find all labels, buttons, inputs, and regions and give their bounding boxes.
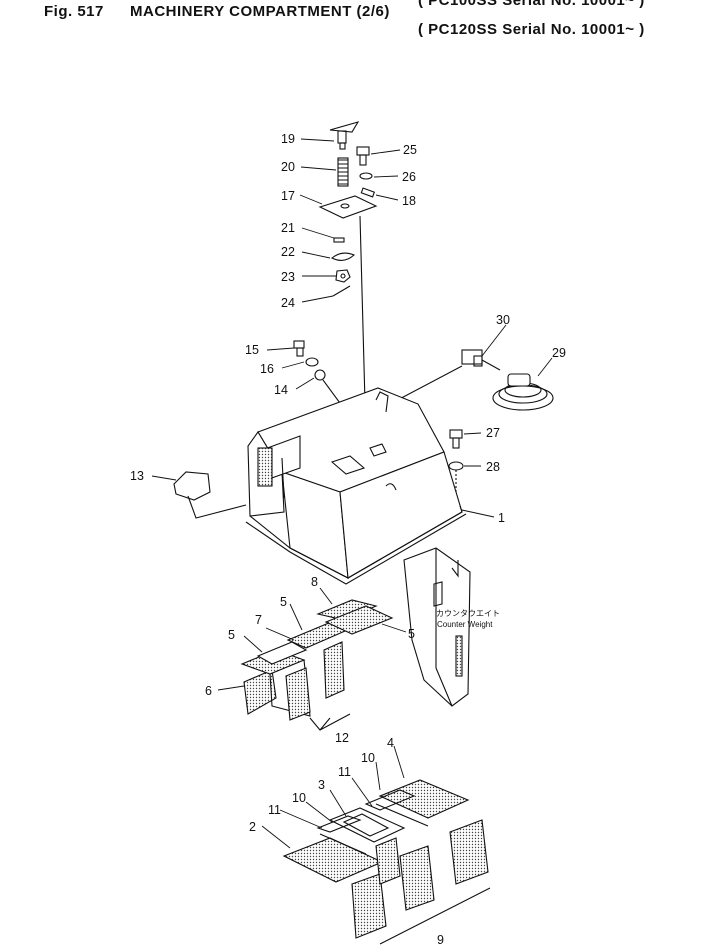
part-17-plate (318, 195, 378, 219)
part-28-washer (448, 461, 464, 471)
callout-labels: 19 25 20 26 17 18 21 22 23 24 30 15 29 1… (130, 132, 566, 947)
callout-25: 25 (403, 143, 417, 157)
figure-title: MACHINERY COMPARTMENT (2/6) (130, 3, 390, 20)
callout-10-top: 10 (361, 751, 375, 765)
part-12-bracket-line (309, 713, 351, 731)
part-16-washer (305, 357, 319, 367)
callout-11-top: 11 (338, 765, 351, 779)
callout-29: 29 (552, 346, 566, 360)
part-9-bracket-line (379, 887, 491, 945)
callout-18: 18 (402, 194, 416, 208)
callout-23: 23 (281, 270, 295, 284)
part-3-frame (328, 807, 406, 843)
part-25-bolt (356, 146, 370, 166)
callout-24: 24 (281, 296, 295, 310)
callout-13: 13 (130, 469, 144, 483)
part-14-nut (314, 369, 326, 381)
part-26-washer (359, 172, 373, 180)
counterweight-label-en: Counter Weight (437, 620, 493, 629)
part-19-knob (329, 121, 360, 150)
part-12-side-panels (285, 641, 345, 721)
serial-line-1: ( PC100SS Serial No. 10001~ ) (418, 0, 645, 9)
part-29-cap (492, 373, 554, 411)
part-10-11-strips (316, 789, 429, 855)
callout-26: 26 (402, 170, 416, 184)
callout-22: 22 (281, 245, 295, 259)
callout-2: 2 (249, 820, 256, 834)
part-2-plate (282, 837, 384, 883)
callout-6: 6 (205, 684, 212, 698)
callout-3: 3 (318, 778, 325, 792)
part-20-spring (337, 157, 349, 187)
callout-16: 16 (260, 362, 274, 376)
figure-number: Fig. 517 (44, 3, 104, 20)
callout-17: 17 (281, 189, 295, 203)
callout-27: 27 (486, 426, 500, 440)
part-13-guide-line (187, 495, 247, 519)
part-13-handle (173, 471, 211, 501)
part-5-panel-right (324, 605, 394, 635)
callout-30: 30 (496, 313, 510, 327)
callout-20: 20 (281, 160, 295, 174)
callout-12: 12 (335, 731, 349, 745)
part-5-panel-left (256, 641, 308, 665)
callout-5-right: 5 (408, 627, 415, 641)
part-6-panel (243, 669, 277, 715)
part-21-pin (333, 237, 345, 243)
part-15-bolt (293, 340, 305, 357)
callout-1: 1 (498, 511, 505, 525)
callout-15: 15 (245, 343, 259, 357)
leader-lines (151, 138, 553, 849)
counterweight-label-jp: カウンタウエイト (436, 609, 500, 618)
serial-line-2: ( PC120SS Serial No. 10001~ ) (418, 21, 645, 38)
counterweight (403, 547, 471, 707)
part-18-hinge (360, 187, 376, 198)
callout-14: 14 (274, 383, 288, 397)
part-23-nut (335, 269, 351, 283)
callout-28: 28 (486, 460, 500, 474)
callout-4: 4 (387, 736, 394, 750)
part-9-side-panels (351, 819, 489, 939)
part-4-plate (378, 779, 470, 819)
callout-11-left: 11 (268, 803, 281, 817)
part-22-clip (330, 252, 356, 261)
part-27-bolt (449, 429, 463, 449)
callout-19: 19 (281, 132, 295, 146)
part-1-machinery-compartment (245, 387, 467, 585)
callout-9: 9 (437, 933, 444, 947)
callout-21: 21 (281, 221, 295, 235)
callout-5-left: 5 (228, 628, 235, 642)
callout-8: 8 (311, 575, 318, 589)
callout-5-top: 5 (280, 595, 287, 609)
part-24-pin (332, 285, 351, 297)
callout-7: 7 (255, 613, 262, 627)
callout-10-left: 10 (292, 791, 306, 805)
part-30-lock (461, 349, 501, 371)
